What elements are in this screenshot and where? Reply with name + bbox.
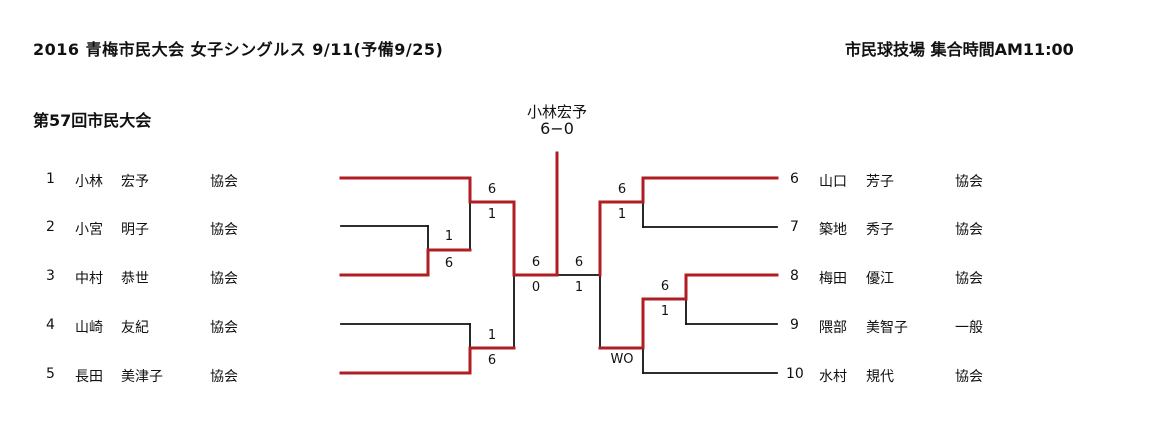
player-affiliation: 協会 xyxy=(955,271,983,287)
score-walkover: WO xyxy=(610,352,634,367)
player-affiliation: 協会 xyxy=(210,222,238,238)
edition-label: 第57回市民大会 xyxy=(33,111,152,130)
score-upper: 6 xyxy=(487,182,497,197)
player-given-name: 秀子 xyxy=(866,222,894,238)
player-given-name: 美津子 xyxy=(121,369,163,385)
player-affiliation: 協会 xyxy=(955,222,983,238)
player-given-name: 明子 xyxy=(121,222,149,238)
player-affiliation: 協会 xyxy=(955,369,983,385)
score-upper: 6 xyxy=(574,255,584,270)
player-family-name: 長田 xyxy=(75,369,103,385)
score-upper: 1 xyxy=(444,229,454,244)
player-family-name: 水村 xyxy=(819,369,847,385)
player-family-name: 山崎 xyxy=(75,320,103,336)
player-given-name: 友紀 xyxy=(121,320,149,336)
champion-name: 小林宏予 xyxy=(526,103,587,121)
final-score: 6−0 xyxy=(540,119,574,138)
score-lower: 1 xyxy=(487,207,497,222)
player-family-name: 中村 xyxy=(75,271,103,287)
player-affiliation: 協会 xyxy=(210,369,238,385)
score-upper: 1 xyxy=(487,328,497,343)
player-given-name: 宏予 xyxy=(121,174,149,190)
score-upper: 6 xyxy=(531,255,541,270)
player-seed: 9 xyxy=(790,317,799,333)
player-family-name: 小宮 xyxy=(75,222,103,238)
player-affiliation: 協会 xyxy=(955,174,983,190)
player-affiliation: 協会 xyxy=(210,320,238,336)
player-given-name: 優江 xyxy=(866,271,894,287)
player-seed: 3 xyxy=(46,268,55,284)
score-upper: 6 xyxy=(660,279,670,294)
player-family-name: 山口 xyxy=(819,174,847,190)
score-lower: 0 xyxy=(531,280,541,295)
venue-and-time: 市民球技場 集合時間AM11:00 xyxy=(845,40,1074,59)
score-upper: 6 xyxy=(617,182,627,197)
score-lower: 1 xyxy=(617,207,627,222)
score-lower: 1 xyxy=(660,304,670,319)
player-seed: 7 xyxy=(790,219,799,235)
player-family-name: 梅田 xyxy=(819,271,847,287)
tournament-title: 2016 青梅市民大会 女子シングルス 9/11(予備9/25) xyxy=(33,40,444,59)
player-given-name: 恭世 xyxy=(121,271,149,287)
player-affiliation: 協会 xyxy=(210,271,238,287)
score-lower: 6 xyxy=(444,256,454,271)
player-seed: 1 xyxy=(46,171,55,187)
player-given-name: 芳子 xyxy=(866,174,894,190)
player-given-name: 美智子 xyxy=(866,320,908,336)
player-affiliation: 協会 xyxy=(210,174,238,190)
player-seed: 5 xyxy=(46,366,55,382)
score-lower: 1 xyxy=(574,280,584,295)
player-seed: 8 xyxy=(790,268,799,284)
player-seed: 10 xyxy=(786,366,804,382)
player-given-name: 規代 xyxy=(866,369,894,385)
player-seed: 4 xyxy=(46,317,55,333)
player-seed: 6 xyxy=(790,171,799,187)
score-lower: 6 xyxy=(487,353,497,368)
player-affiliation: 一般 xyxy=(955,320,983,336)
player-seed: 2 xyxy=(46,219,55,235)
player-family-name: 築地 xyxy=(819,222,847,238)
player-family-name: 隈部 xyxy=(819,320,847,336)
player-family-name: 小林 xyxy=(75,174,103,190)
